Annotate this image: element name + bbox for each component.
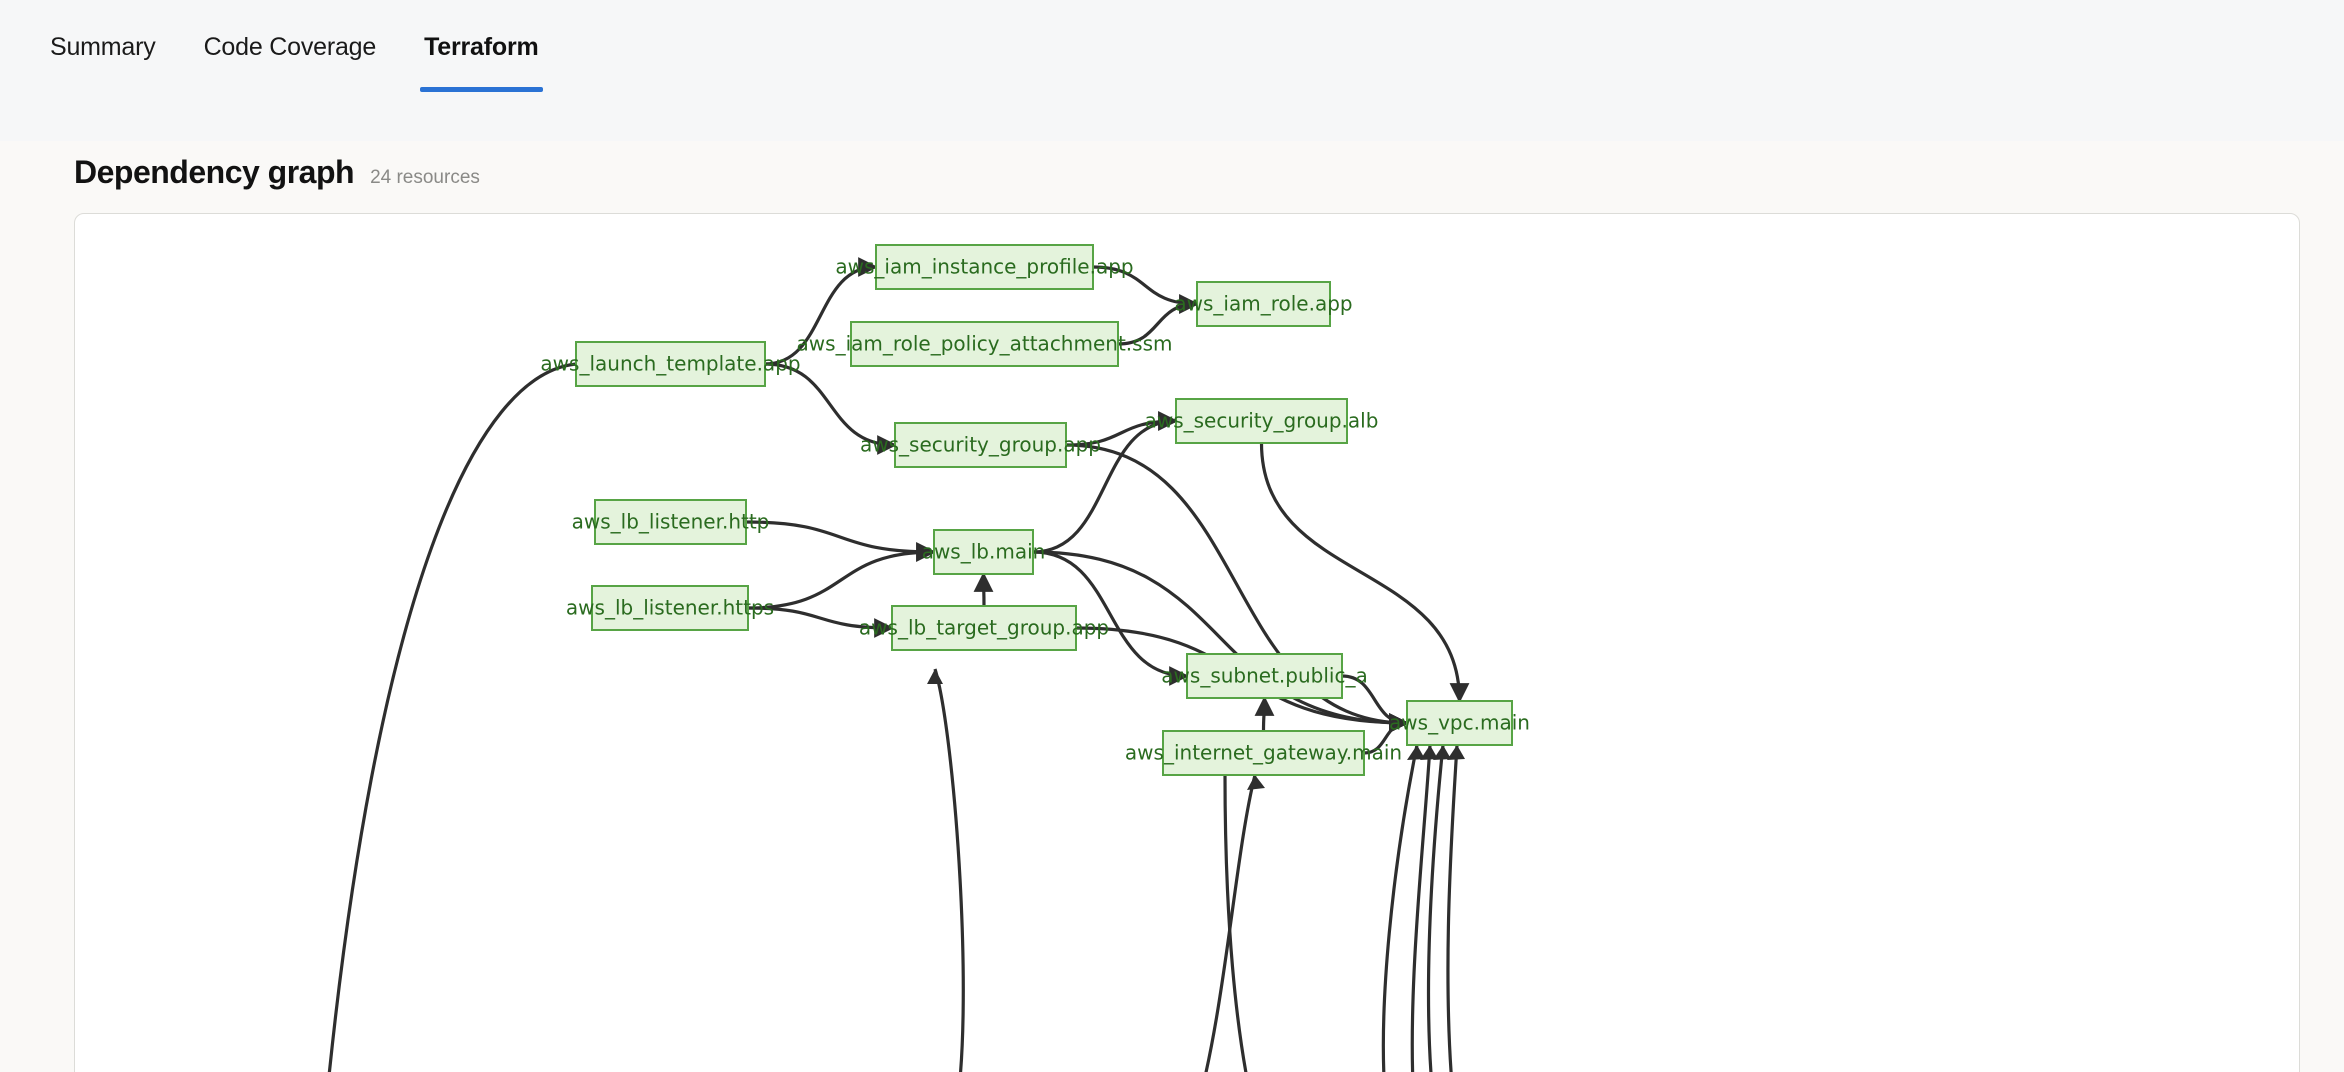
graph-edge	[1259, 442, 1470, 703]
graph-edge	[764, 257, 878, 366]
graph-node[interactable]: aws_lb_listener.https	[566, 585, 774, 631]
graph-node[interactable]: aws_iam_instance_profile.app	[835, 244, 1134, 290]
graph-node[interactable]: aws_internet_gateway.main	[1125, 730, 1402, 776]
graph-node-box[interactable]	[933, 529, 1034, 575]
graph-node-label: aws_lb_listener.https	[566, 596, 774, 620]
graph-edge-clipped	[933, 668, 965, 1072]
graph-edge	[1032, 550, 1409, 733]
graph-arrowhead	[1433, 745, 1451, 760]
section-header: Dependency graph 24 resources	[74, 152, 480, 192]
graph-node-box[interactable]	[1406, 700, 1513, 746]
graph-arrowhead	[1247, 775, 1265, 790]
graph-node[interactable]: aws_security_group.app	[860, 422, 1101, 468]
graph-node-label: aws_launch_template.app	[540, 352, 800, 376]
graph-edge	[747, 542, 936, 610]
graph-node-layer: aws_iam_instance_profile.app aws_iam_role…	[540, 244, 1530, 776]
graph-node-label: aws_lb.main	[922, 540, 1046, 564]
graph-node-label: aws_iam_instance_profile.app	[835, 255, 1133, 279]
graph-edge-clipped	[1381, 744, 1419, 1072]
graph-edge	[764, 362, 897, 455]
graph-edge	[1117, 294, 1199, 346]
graph-node-box[interactable]	[875, 244, 1094, 290]
graph-node-box[interactable]	[1196, 281, 1331, 327]
graph-node-label: aws_vpc.main	[1389, 711, 1530, 735]
graph-edge-layer	[327, 257, 1470, 1072]
graph-node-box[interactable]	[891, 605, 1077, 651]
graph-node-label: aws_iam_role_policy_attachment.ssm	[797, 332, 1173, 356]
graph-node-label: aws_internet_gateway.main	[1125, 741, 1402, 765]
graph-arrowhead	[927, 669, 943, 684]
content-area: Dependency graph 24 resources aws_iam_in…	[0, 141, 2344, 1072]
graph-node[interactable]: aws_iam_role.app	[1174, 281, 1353, 327]
graph-node[interactable]: aws_lb_target_group.app	[859, 605, 1109, 651]
graph-node[interactable]: aws_subnet.public_a	[1161, 653, 1368, 699]
graph-node[interactable]: aws_launch_template.app	[540, 341, 801, 387]
graph-node-box[interactable]	[594, 499, 747, 545]
graph-node-label: aws_lb_listener.http	[572, 510, 770, 534]
graph-node-box[interactable]	[1162, 730, 1365, 776]
graph-node-box[interactable]	[1175, 398, 1348, 444]
graph-edge-clipped	[1427, 744, 1445, 1072]
resource-count: 24 resources	[370, 167, 480, 188]
graph-node-box[interactable]	[894, 422, 1067, 468]
graph-node-label: aws_security_group.app	[860, 433, 1101, 457]
dependency-graph-canvas[interactable]: aws_iam_instance_profile.app aws_iam_role…	[75, 214, 2300, 1072]
page-title: Dependency graph	[74, 154, 355, 190]
tab-code-coverage-label: Code Coverage	[203, 33, 377, 61]
graph-edge	[1065, 443, 1409, 733]
graph-arrowhead	[1447, 745, 1465, 760]
graph-node-box[interactable]	[591, 585, 749, 631]
tab-summary-label: Summary	[50, 33, 156, 61]
graph-arrowhead	[1420, 745, 1438, 760]
graph-node-label: aws_lb_target_group.app	[859, 616, 1109, 640]
tab-code-coverage[interactable]: Code Coverage	[200, 30, 381, 92]
graph-node-label: aws_subnet.public_a	[1161, 664, 1367, 688]
dependency-graph-card[interactable]: aws_iam_instance_profile.app aws_iam_role…	[74, 213, 2300, 1072]
graph-edge	[1363, 713, 1409, 755]
tab-summary[interactable]: Summary	[46, 30, 160, 92]
graph-edge	[1065, 411, 1178, 447]
graph-node[interactable]: aws_iam_role_policy_attachment.ssm	[797, 321, 1173, 367]
graph-node-label: aws_security_group.alb	[1145, 409, 1379, 433]
graph-node[interactable]: aws_vpc.main	[1389, 700, 1530, 746]
graph-edge	[973, 572, 994, 607]
graph-edge	[1032, 550, 1189, 686]
graph-node-box[interactable]	[850, 321, 1119, 367]
graph-edge	[745, 520, 936, 562]
graph-edge-clipped	[1410, 744, 1432, 1072]
graph-edge	[747, 606, 894, 638]
tab-bar: Summary Code Coverage Terraform	[0, 0, 2344, 141]
graph-edge-clipped	[1446, 744, 1459, 1072]
tab-terraform[interactable]: Terraform	[420, 30, 543, 92]
graph-node[interactable]: aws_security_group.alb	[1145, 398, 1379, 444]
graph-node[interactable]: aws_lb_listener.http	[572, 499, 770, 545]
graph-edge-clipped	[327, 362, 577, 1072]
graph-node[interactable]: aws_lb.main	[922, 529, 1046, 575]
graph-edge-clipped	[1223, 774, 1248, 1072]
graph-arrowhead	[1407, 745, 1425, 760]
graph-node-label: aws_iam_role.app	[1174, 292, 1352, 316]
tab-terraform-label: Terraform	[424, 33, 539, 61]
graph-node-box[interactable]	[575, 341, 766, 387]
graph-edge	[1254, 696, 1275, 732]
graph-node-box[interactable]	[1186, 653, 1343, 699]
graph-edge	[1032, 411, 1178, 554]
